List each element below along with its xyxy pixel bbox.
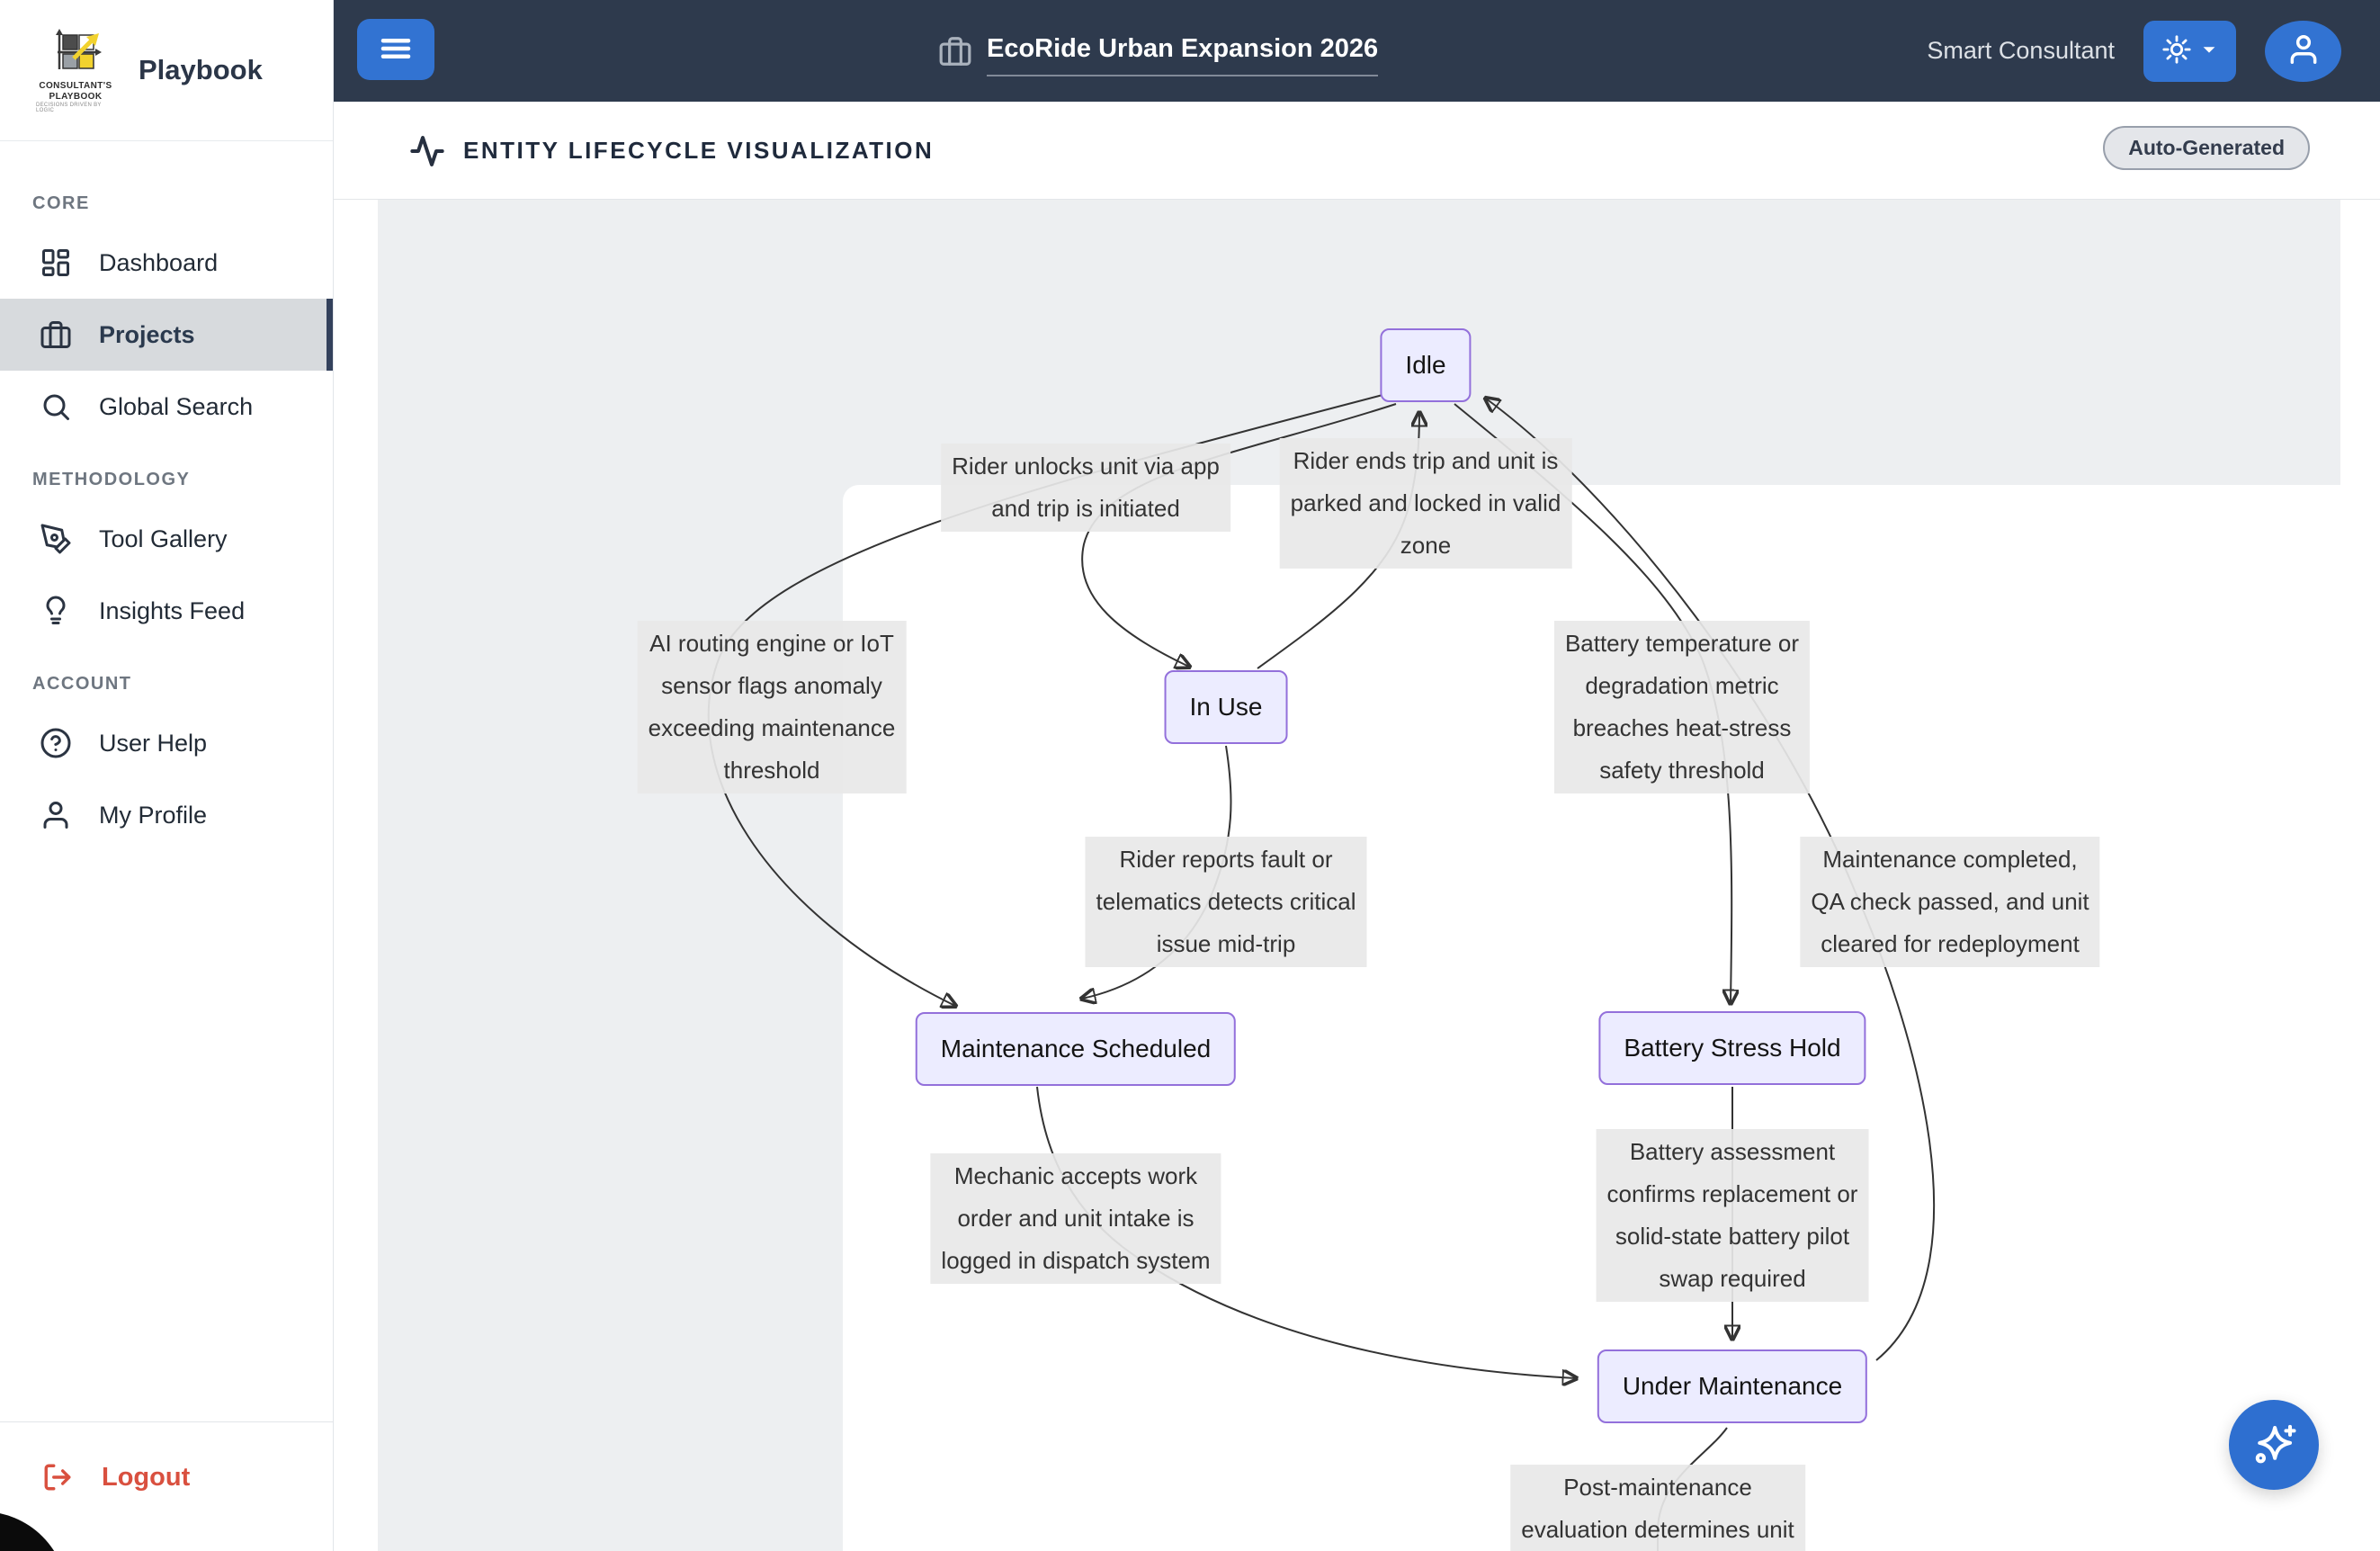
edge-label-battery-assessment: Battery assessment confirms replacement … — [1596, 1129, 1869, 1302]
consultants-playbook-logo-icon — [47, 28, 104, 79]
sidebar-item-dashboard[interactable]: Dashboard — [0, 227, 333, 299]
sidebar-item-label: Dashboard — [99, 248, 219, 276]
theme-toggle-button[interactable] — [2143, 20, 2236, 82]
sidebar-item-label: User Help — [99, 729, 208, 757]
section-title-methodology: METHODOLOGY — [32, 470, 191, 489]
corner-decoration — [0, 1511, 67, 1551]
sidebar-item-label: Projects — [99, 320, 195, 348]
edge-label-maintenance-completed: Maintenance completed, QA check passed, … — [1800, 837, 2100, 967]
briefcase-icon — [938, 34, 972, 68]
state-node-idle: Idle — [1380, 328, 1472, 402]
edge-label-mechanic-accepts: Mechanic accepts work order and unit int… — [930, 1153, 1221, 1284]
hamburger-icon — [377, 30, 415, 70]
menu-toggle-button[interactable] — [357, 19, 434, 80]
project-title-link[interactable]: EcoRide Urban Expansion 2026 — [987, 34, 1379, 76]
briefcase-icon — [40, 318, 72, 351]
profile-menu-button[interactable] — [2265, 20, 2341, 82]
state-node-in-use: In Use — [1164, 670, 1288, 744]
logout-label: Logout — [102, 1462, 191, 1492]
section-title-account: ACCOUNT — [32, 674, 132, 694]
sidebar-item-label: Insights Feed — [99, 596, 246, 624]
sidebar-item-projects[interactable]: Projects — [0, 299, 333, 371]
sparkles-icon — [2250, 1420, 2298, 1471]
logout-icon — [42, 1462, 73, 1493]
sidebar-item-label: My Profile — [99, 801, 208, 829]
sidebar-item-global-search[interactable]: Global Search — [0, 371, 333, 443]
activity-pulse-icon — [409, 133, 445, 169]
topbar-controls: Smart Consultant — [1927, 0, 2341, 102]
page-title: ENTITY LIFECYCLE VISUALIZATION — [463, 137, 935, 164]
state-node-under-maintenance: Under Maintenance — [1597, 1349, 1868, 1423]
state-node-battery-stress-hold: Battery Stress Hold — [1598, 1011, 1866, 1085]
topbar: EcoRide Urban Expansion 2026 Smart Consu… — [334, 0, 2380, 102]
dashboard-grid-icon — [40, 247, 72, 279]
sun-icon — [2161, 34, 2192, 67]
edge-label-battery-temperature: Battery temperature or degradation metri… — [1553, 621, 1811, 793]
sidebar-item-label: Tool Gallery — [99, 524, 228, 552]
pen-tool-icon — [40, 523, 72, 555]
search-icon — [40, 390, 72, 423]
auto-generated-badge: Auto-Generated — [2103, 126, 2310, 170]
edge-label-post-maintenance: Post-maintenance evaluation determines u… — [1510, 1465, 1805, 1551]
sidebar-item-my-profile[interactable]: My Profile — [0, 779, 333, 851]
logout-button[interactable]: Logout — [0, 1421, 333, 1493]
help-circle-icon — [40, 727, 72, 759]
section-title-core: CORE — [32, 193, 90, 213]
app-name: Playbook — [139, 54, 263, 85]
brand-block: CONSULTANT'S PLAYBOOK DECISIONS DRIVEN B… — [0, 0, 333, 141]
sidebar-item-tool-gallery[interactable]: Tool Gallery — [0, 503, 333, 575]
user-icon — [40, 799, 72, 831]
sidebar-item-insights-feed[interactable]: Insights Feed — [0, 575, 333, 647]
state-node-maintenance-scheduled: Maintenance Scheduled — [915, 1012, 1237, 1086]
sidebar-item-user-help[interactable]: User Help — [0, 707, 333, 779]
edge-label-rider-reports-fault: Rider reports fault or telematics detect… — [1085, 837, 1367, 967]
user-role-label: Smart Consultant — [1927, 37, 2115, 64]
chevron-down-icon — [2199, 40, 2219, 62]
sidebar-item-label: Global Search — [99, 392, 254, 420]
sidebar-nav: CORE Dashboard Projects Global Search — [0, 141, 333, 851]
page-header: ENTITY LIFECYCLE VISUALIZATION Auto-Gene… — [334, 102, 2380, 200]
ai-assistant-fab[interactable] — [2229, 1400, 2319, 1490]
edge-label-rider-unlocks: Rider unlocks unit via app and trip is i… — [941, 444, 1230, 532]
logo-wordmark: CONSULTANT'S PLAYBOOK — [39, 80, 112, 102]
project-title-group: EcoRide Urban Expansion 2026 — [938, 0, 1379, 102]
brand-logo: CONSULTANT'S PLAYBOOK DECISIONS DRIVEN B… — [36, 28, 115, 113]
logo-tagline: DECISIONS DRIVEN BY LOGIC — [36, 102, 102, 113]
sidebar: CONSULTANT'S PLAYBOOK DECISIONS DRIVEN B… — [0, 0, 334, 1551]
edge-label-rider-ends-trip: Rider ends trip and unit is parked and l… — [1279, 438, 1572, 569]
lightbulb-icon — [40, 595, 72, 627]
user-icon — [2286, 32, 2321, 69]
edge-label-ai-routing-anomaly: AI routing engine or IoT sensor flags an… — [637, 621, 907, 793]
